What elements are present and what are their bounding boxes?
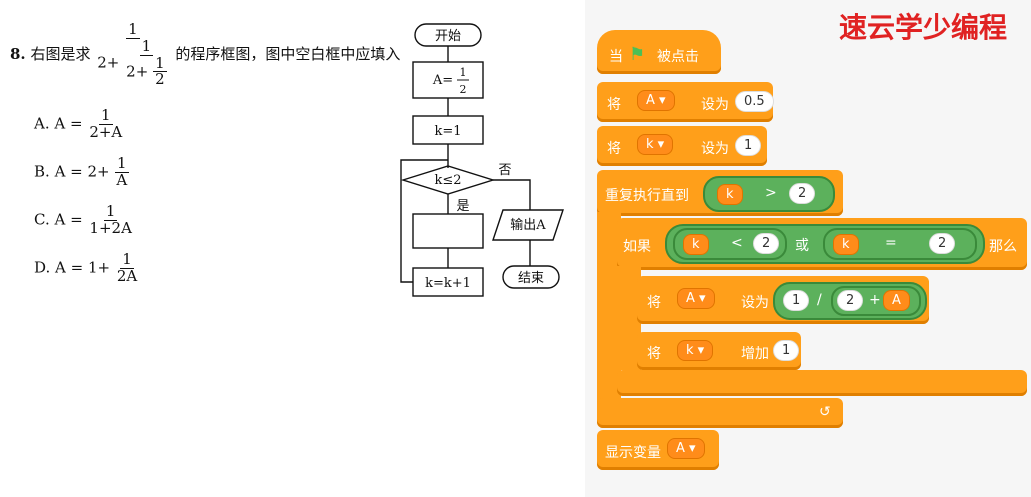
if-bottom [617,370,1027,396]
cond-k-eq-2[interactable]: k = 2 [823,228,977,260]
change-k-block[interactable]: 将 k ▾ 增加 1 [637,332,801,370]
question-number: 8. [10,45,26,63]
option-expr: A = 1+ [55,258,115,277]
option-label: B. [34,162,55,181]
div-operator[interactable]: 1 / 2 + A [773,282,927,320]
option-num: 1 [115,154,129,173]
set-k-block[interactable]: 将 k ▾ 设为 1 [597,126,767,166]
option-expr: A = 2+ [54,162,115,181]
val-0.5[interactable]: 0.5 [735,91,774,112]
fc-end-shape [502,265,560,289]
fc-end: 结束 [518,271,544,286]
flowchart: 开始 A= 1 2 k=1 k≤2 是 否 输出A k=k+1 结束 [400,23,564,297]
option-label: A. [34,114,55,133]
question-suffix: 的程序框图，图中空白框中应填入 [175,45,401,63]
option-num: 1 [103,202,118,221]
var-k-dropdown[interactable]: k ▾ [637,134,674,155]
option-den: 2A [116,266,138,285]
fc-assignA-num: 1 [460,66,467,79]
when-flag-block[interactable]: 当 ⚑ 被点击 [597,30,721,74]
loop-arrow-icon: ↺ [819,404,831,420]
if-block[interactable]: 如果 k < 2 或 k = 2 那么 [617,218,1027,270]
fc-assignk: k=1 [434,124,461,139]
fc-start: 开始 [435,29,461,44]
option-num: 1 [120,250,134,269]
show-variable-block[interactable]: 显示变量 A ▾ [597,430,719,470]
fc-incr: k=k+1 [425,276,471,291]
cond-or[interactable]: k < 2 或 k = 2 [665,224,985,264]
option-label: D. [34,258,56,277]
val-1[interactable]: 1 [735,135,762,156]
question-text: 8. 右图是求 1 2+ 1 2+ 1 2 的程序框图，图中空白框中应填入 [10,20,401,89]
cond-k-lt-2[interactable]: k < 2 [673,228,787,260]
logo: 速云学少编程 [838,11,1007,44]
question-fraction: 1 2+ 1 2+ 1 2 [97,20,167,89]
option-num: 1 [99,106,113,125]
fc-output-shape [492,209,564,241]
set-A-formula-block[interactable]: 将 A ▾ 设为 1 / 2 + A [637,276,929,324]
var-A-dropdown[interactable]: A ▾ [637,90,675,111]
fc-output: 输出A [510,217,546,233]
fc-blank-shape [412,213,484,249]
option-expr: A = [54,210,88,229]
set-A-block[interactable]: 将 A ▾ 设为 0.5 [597,82,774,122]
fc-assignA-den: 2 [460,83,467,96]
question-prefix: 右图是求 [30,45,91,63]
fc-yes: 是 [456,199,469,214]
option-den: 1+2A [89,218,132,237]
option-den: A [116,170,128,189]
fc-cond: k≤2 [434,173,461,188]
repeat-until-block[interactable]: 重复执行直到 k > 2 [597,170,843,216]
cond-k-gt-2[interactable]: k > 2 [703,176,835,212]
scratch-panel: 速云学少编程 当 ⚑ 被点击 将 A ▾ 设为 0.5 将 k ▾ 设为 1 重… [585,0,1031,497]
fc-assignA: A= [432,73,453,88]
add-operator[interactable]: 2 + A [831,286,921,316]
option-label: C. [34,210,55,229]
option-expr: A = [54,114,88,133]
repeat-bottom: ↺ [597,398,843,428]
flag-icon: ⚑ [629,44,646,65]
option-den: 2+A [89,122,123,141]
fc-no: 否 [498,163,511,178]
